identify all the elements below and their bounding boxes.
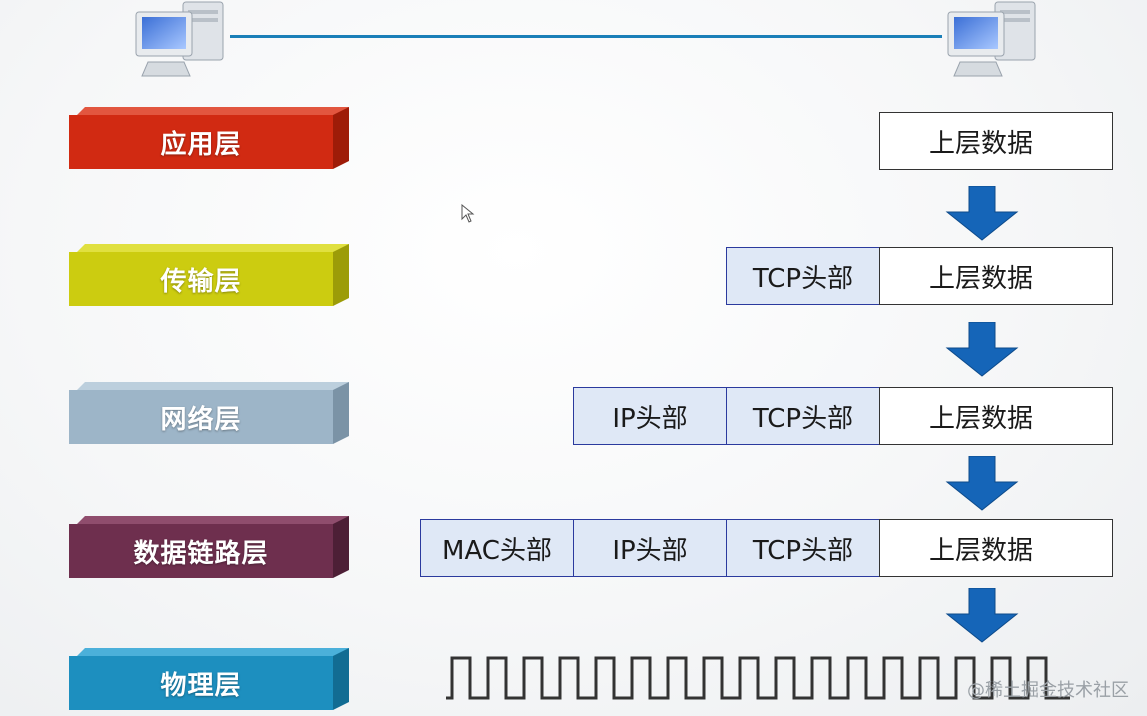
slab-top (77, 516, 349, 524)
packet-application: 上层数据 (879, 112, 1113, 170)
layer-label: 物理层 (69, 656, 333, 710)
layer-label: 网络层 (69, 390, 333, 444)
down-arrow-icon (945, 322, 1019, 377)
slab-side (333, 516, 349, 578)
slab-side (333, 107, 349, 169)
data-cell: 上层数据 (879, 387, 1113, 445)
down-arrow-icon (945, 456, 1019, 511)
slab-top (77, 648, 349, 656)
watermark: @稀土掘金技术社区 (967, 680, 1129, 701)
packet-datalink: MAC头部 IP头部 TCP头部 上层数据 (420, 519, 1113, 577)
down-arrow-icon (945, 186, 1019, 241)
computer-icon (947, 1, 1036, 77)
down-arrow-icon (945, 588, 1019, 643)
slab-side (333, 382, 349, 444)
slab-side (333, 648, 349, 710)
packet-network: IP头部 TCP头部 上层数据 (573, 387, 1113, 445)
data-cell: 上层数据 (879, 247, 1113, 305)
layer-network: 网络层 (69, 382, 349, 444)
ip-header-cell: IP头部 (573, 387, 726, 445)
packet-transport: TCP头部 上层数据 (726, 247, 1113, 305)
square-wave-icon (446, 656, 1070, 700)
network-link-line (230, 35, 942, 38)
layer-label: 应用层 (69, 115, 333, 169)
layer-application: 应用层 (69, 107, 349, 169)
layer-label: 数据链路层 (69, 524, 333, 578)
layer-physical: 物理层 (69, 648, 349, 710)
slab-top (77, 107, 349, 115)
layer-label: 传输层 (69, 252, 333, 306)
tcp-header-cell: TCP头部 (726, 247, 879, 305)
slab-top (77, 382, 349, 390)
data-cell: 上层数据 (879, 519, 1113, 577)
ip-header-cell: IP头部 (573, 519, 726, 577)
cursor-icon (461, 204, 475, 223)
mac-header-cell: MAC头部 (420, 519, 573, 577)
tcp-header-cell: TCP头部 (726, 387, 879, 445)
tcp-header-cell: TCP头部 (726, 519, 879, 577)
layer-datalink: 数据链路层 (69, 516, 349, 578)
slab-top (77, 244, 349, 252)
slab-side (333, 244, 349, 306)
data-cell: 上层数据 (879, 112, 1113, 170)
layer-transport: 传输层 (69, 244, 349, 306)
computer-icon (135, 1, 224, 77)
